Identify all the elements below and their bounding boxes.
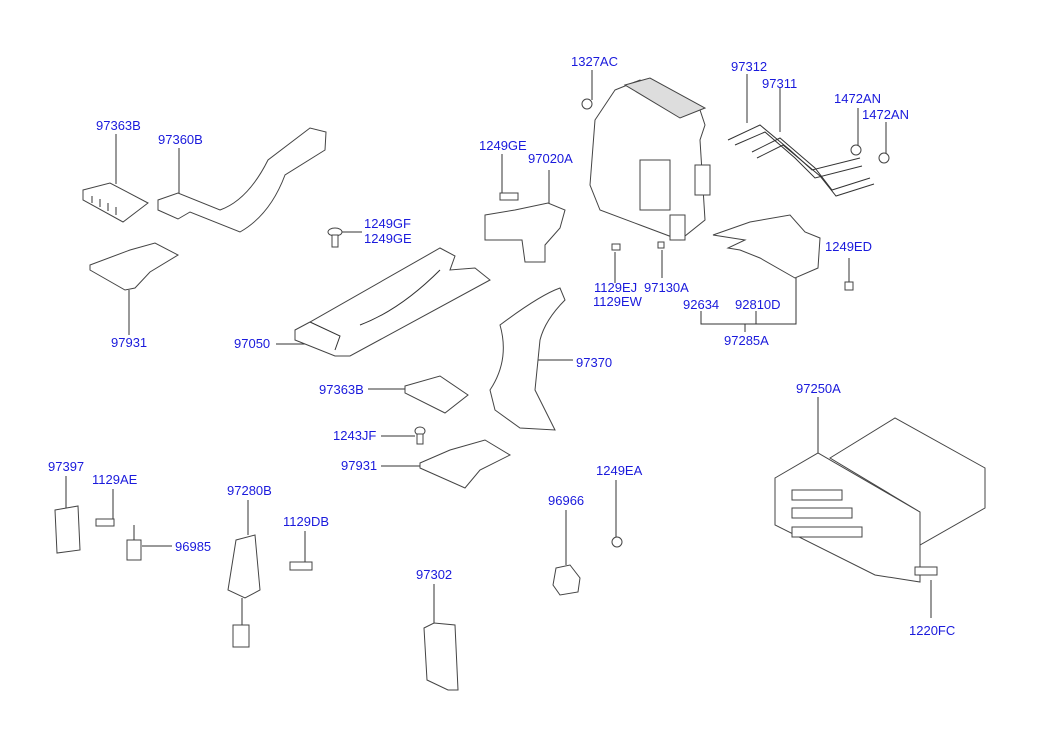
- part-97363B-vent-mid: [404, 375, 469, 414]
- part-97312-97311-hoses: [727, 124, 875, 197]
- part-97360B-duct: [157, 127, 327, 233]
- part-label-1249GE[interactable]: 1249GE: [364, 231, 412, 246]
- part-label-97280B[interactable]: 97280B: [227, 483, 272, 498]
- part-label-96985[interactable]: 96985: [175, 539, 212, 554]
- part-97931-cover-mid: [419, 439, 512, 489]
- part-label-1243JF[interactable]: 1243JF: [333, 428, 377, 443]
- part-label-1129EW[interactable]: 1129EW: [593, 294, 642, 309]
- part-bolt-1249EA: [611, 536, 623, 548]
- part-97050-floor-duct: [294, 247, 491, 357]
- part-bolt-1129DB: [289, 561, 313, 571]
- part-96966-motor: [552, 564, 581, 596]
- part-label-1249ED[interactable]: 1249ED: [825, 239, 872, 254]
- part-97285A-shield: [712, 214, 821, 279]
- part-label-92634[interactable]: 92634: [683, 297, 720, 312]
- part-label-97302[interactable]: 97302: [416, 567, 453, 582]
- part-label-97363B[interactable]: 97363B: [319, 382, 364, 397]
- part-label-97397[interactable]: 97397: [48, 459, 85, 474]
- part-97363B-vent-top: [82, 182, 149, 223]
- part-97397-bracket: [54, 505, 81, 554]
- part-label-92810D[interactable]: 92810D: [735, 297, 781, 312]
- part-label-97312[interactable]: 97312: [731, 59, 768, 74]
- part-label-1129AE[interactable]: 1129AE: [92, 472, 138, 487]
- part-97250A-control-unit: [774, 417, 986, 583]
- part-97370-duct: [489, 287, 566, 431]
- part-96985-sensor: [126, 525, 142, 561]
- part-97280B-actuator: [227, 534, 261, 648]
- part-label-97311[interactable]: 97311: [762, 76, 798, 91]
- part-label-1129EJ[interactable]: 1129EJ: [594, 280, 638, 295]
- part-label-97931[interactable]: 97931: [111, 335, 148, 350]
- part-label-97360B[interactable]: 97360B: [158, 132, 203, 147]
- part-label-97050[interactable]: 97050: [234, 336, 271, 351]
- part-label-1249EA[interactable]: 1249EA: [596, 463, 643, 478]
- part-label-97363B[interactable]: 97363B: [96, 118, 141, 133]
- part-label-1472AN[interactable]: 1472AN: [862, 107, 909, 122]
- part-label-97020A[interactable]: 97020A: [528, 151, 573, 166]
- part-1472AN-clamps: [850, 144, 890, 164]
- part-label-1472AN[interactable]: 1472AN: [834, 91, 881, 106]
- part-bolt-1129AE: [95, 518, 115, 527]
- part-label-1249GE[interactable]: 1249GE: [479, 138, 527, 153]
- part-97931-cover-top: [89, 242, 180, 291]
- leader-lines: [65, 70, 932, 623]
- part-label-1129DB[interactable]: 1129DB: [283, 514, 330, 529]
- part-bolt-1249GF: [327, 227, 343, 248]
- part-bolt-1220FC: [914, 566, 938, 576]
- part-label-97285A[interactable]: 97285A: [724, 333, 769, 348]
- part-heater-unit: [581, 77, 711, 241]
- part-label-97370[interactable]: 97370: [576, 355, 613, 370]
- part-label-96966[interactable]: 96966: [548, 493, 585, 508]
- part-label-97130A[interactable]: 97130A: [644, 280, 689, 295]
- part-bolt-1243JF: [414, 426, 426, 445]
- part-label-1249GF[interactable]: 1249GF: [364, 216, 411, 231]
- part-small-bolts: [499, 192, 854, 291]
- part-label-1220FC[interactable]: 1220FC: [909, 623, 956, 638]
- part-label-1327AC[interactable]: 1327AC: [571, 54, 618, 69]
- part-label-97250A[interactable]: 97250A: [796, 381, 841, 396]
- part-97302-panel: [423, 622, 459, 691]
- part-label-97931[interactable]: 97931: [341, 458, 378, 473]
- part-97020A-rear-duct: [484, 202, 566, 263]
